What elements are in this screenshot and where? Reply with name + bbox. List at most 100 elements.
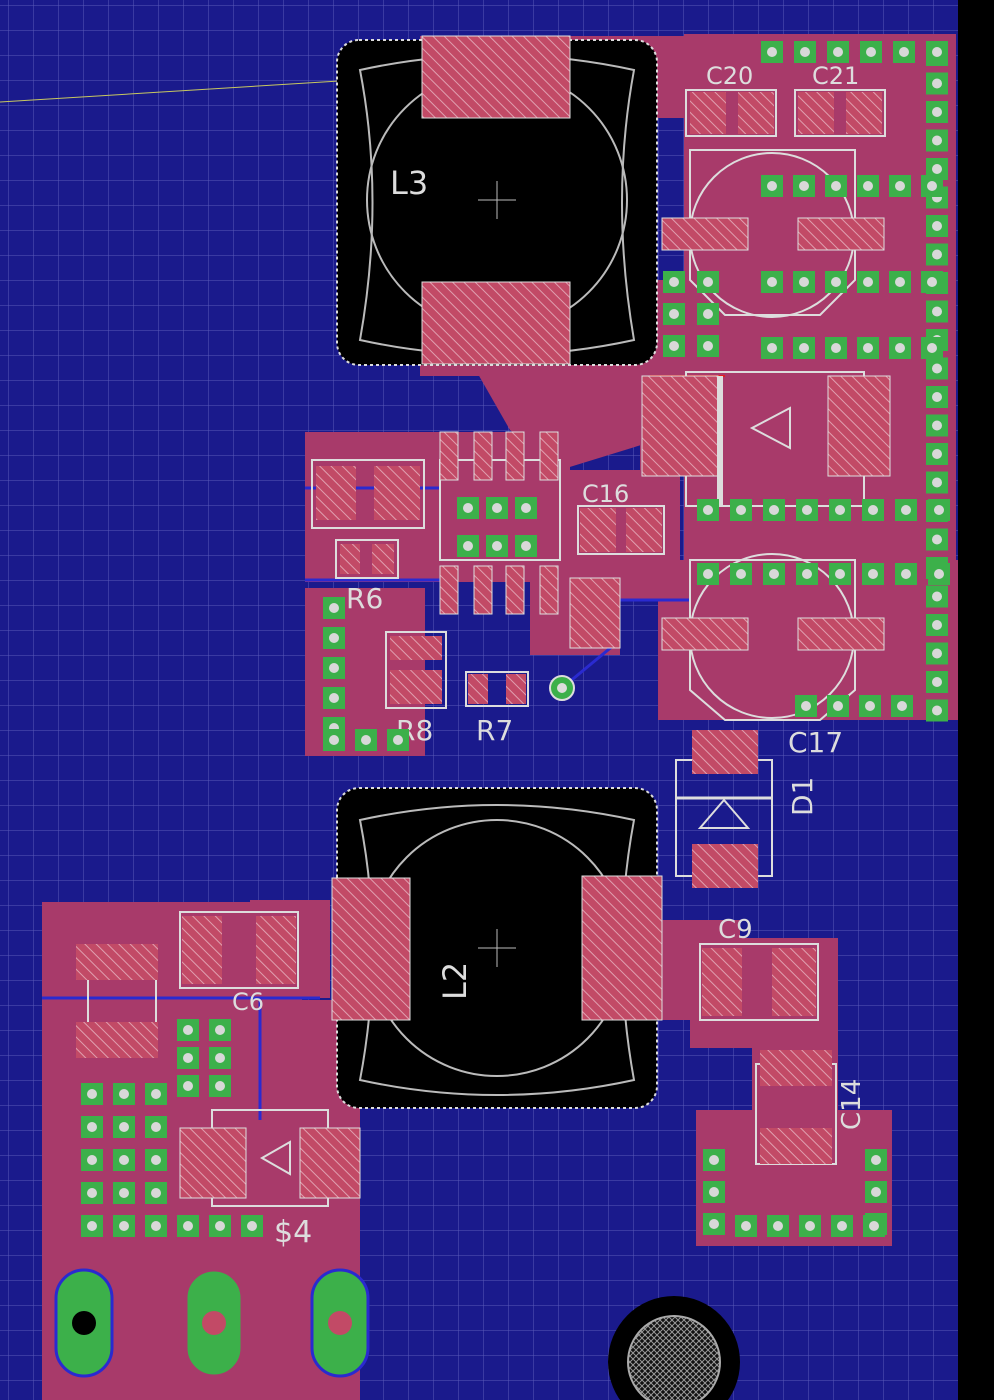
via-hole: [934, 505, 944, 515]
inductor-L2: L2: [331, 787, 663, 1109]
via-hole: [932, 249, 942, 260]
via-hole: [669, 309, 679, 319]
via-hole: [521, 503, 531, 513]
via-hole: [927, 277, 937, 287]
via-hole: [833, 701, 843, 711]
via-hole: [932, 648, 942, 659]
via-hole: [669, 341, 679, 351]
via-hole: [927, 343, 937, 353]
via-hole: [463, 503, 473, 513]
via-hole: [215, 1081, 225, 1091]
via-hole: [800, 47, 810, 57]
via-hole: [329, 603, 339, 613]
via-hole: [492, 503, 502, 513]
via-hole: [932, 135, 942, 146]
via-hole: [932, 306, 942, 317]
via-hole: [871, 1155, 881, 1165]
resistor-R7: R7: [465, 671, 529, 747]
label-C21: C21: [812, 62, 859, 90]
via-hole: [831, 277, 841, 287]
via-hole: [835, 505, 845, 515]
via-hole: [769, 569, 779, 579]
via-hole: [703, 309, 713, 319]
via-hole: [932, 677, 942, 687]
smd-c-lower: [569, 577, 621, 649]
via-hole: [934, 569, 944, 579]
via-hole: [183, 1053, 193, 1063]
via-hole: [831, 181, 841, 191]
via-hole: [866, 47, 876, 57]
via-hole: [151, 1122, 161, 1132]
via-hole: [87, 1089, 97, 1099]
vias: [81, 41, 950, 1237]
via-hole: [831, 343, 841, 353]
via-hole: [767, 343, 777, 353]
via-hole: [767, 181, 777, 191]
via-hole: [805, 1221, 815, 1231]
via-hole: [87, 1188, 97, 1198]
via-hole: [393, 735, 403, 745]
via-hole: [736, 505, 746, 515]
terminal-pads: [54, 1268, 370, 1378]
label-S4: $4: [274, 1215, 312, 1250]
via-hole: [801, 701, 811, 711]
via-hole: [119, 1188, 129, 1198]
via-hole: [709, 1219, 719, 1229]
label-C16: C16: [582, 480, 629, 508]
label-C9: C9: [718, 915, 753, 945]
via-hole: [901, 505, 911, 515]
inductor-L3: L3: [336, 35, 658, 366]
via-hole: [119, 1089, 129, 1099]
diode-S4: $4: [179, 1109, 361, 1250]
via-hole: [932, 420, 942, 431]
via-hole: [151, 1155, 161, 1165]
via-hole: [215, 1025, 225, 1035]
via-hole: [932, 705, 942, 716]
via-hole: [932, 221, 942, 231]
via-hole: [463, 541, 473, 551]
via-hole: [899, 47, 909, 57]
via-hole: [773, 1221, 783, 1231]
diode-upper: [641, 371, 891, 507]
via-hole: [901, 569, 911, 579]
via-hole: [769, 505, 779, 515]
label-C20: C20: [706, 62, 753, 90]
via-hole: [703, 341, 713, 351]
via-hole: [932, 363, 942, 374]
via-hole: [151, 1188, 161, 1198]
via-hole: [897, 701, 907, 711]
via-hole: [87, 1221, 97, 1231]
via-hole: [932, 477, 942, 488]
label-C14: C14: [837, 1079, 867, 1130]
via-hole: [895, 343, 905, 353]
via-hole: [183, 1025, 193, 1035]
via-hole: [151, 1221, 161, 1231]
via-hole: [799, 343, 809, 353]
via-hole: [87, 1155, 97, 1165]
via-hole: [895, 277, 905, 287]
label-L2: L2: [436, 962, 474, 1000]
via-hole: [669, 277, 679, 287]
via-hole: [492, 541, 502, 551]
via-hole: [802, 569, 812, 579]
board-edge: [958, 0, 994, 1400]
diode-D1: D1: [675, 730, 819, 888]
capacitor-C20: C20: [685, 62, 777, 137]
label-D1: D1: [786, 777, 819, 816]
via-hole: [767, 277, 777, 287]
via-hole: [802, 505, 812, 515]
via-hole: [215, 1221, 225, 1231]
via-hole: [863, 277, 873, 287]
via-hole: [767, 47, 777, 57]
via-hole: [741, 1221, 751, 1231]
via-hole: [521, 541, 531, 551]
via-hole: [709, 1187, 719, 1197]
label-C6: C6: [232, 988, 264, 1016]
via-hole: [703, 277, 713, 287]
via-hole: [183, 1081, 193, 1091]
electrolytic-cap-C17: C17: [661, 553, 885, 759]
mounting-hole: [608, 1296, 740, 1400]
via-hole: [329, 693, 339, 703]
via-hole: [119, 1122, 129, 1132]
label-L3: L3: [390, 164, 428, 202]
